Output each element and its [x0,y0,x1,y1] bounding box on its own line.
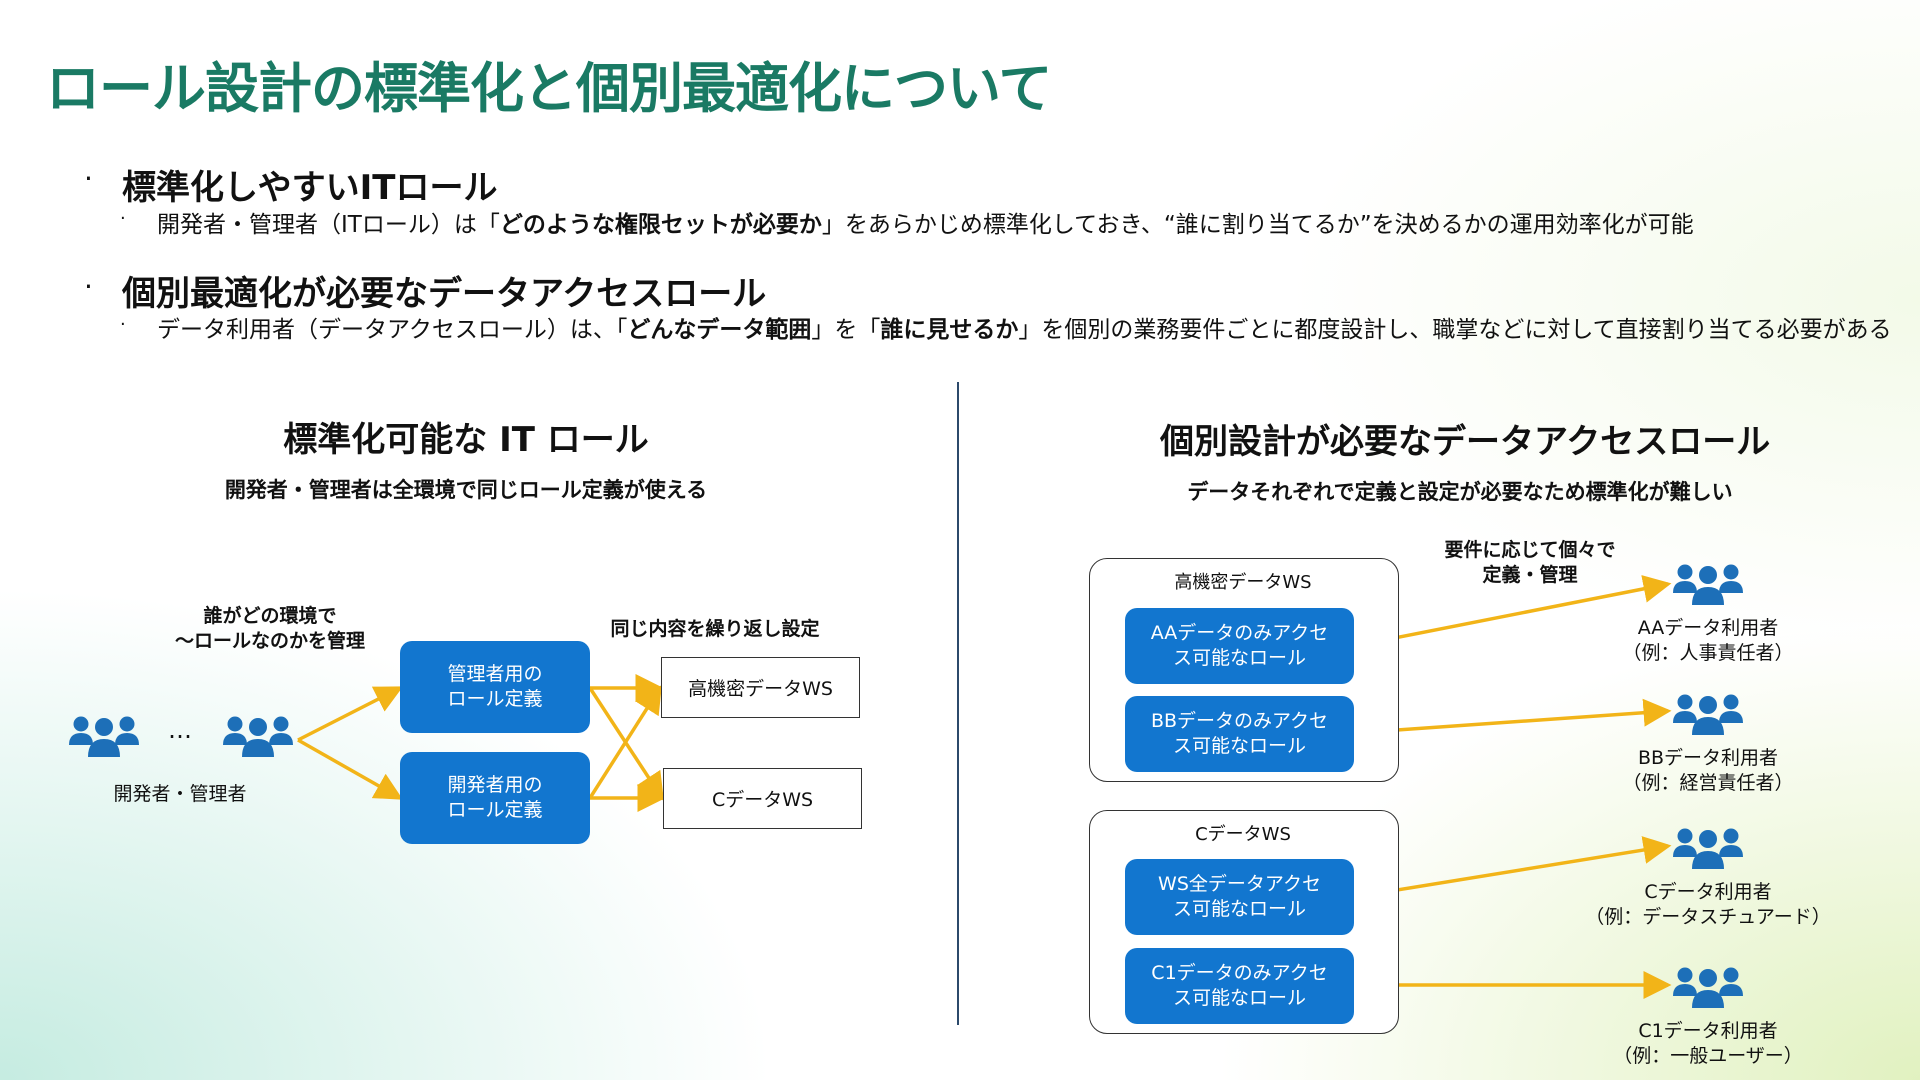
user-name: C1データ利用者 [1638,1020,1778,1042]
detail-text: データ利用者（データアクセスロール）は、「 [157,317,628,343]
user-example: （例：データスチュアード） [1585,906,1831,928]
detail-text: 」をあらかじめ標準化しておき、“誰に割り当てるか”を決めるかの運用効率化が可能 [821,212,1694,238]
role-line: WS全データアクセ [1158,873,1321,895]
people-group-icon [1672,692,1744,736]
admin-role-definition: 管理者用のロール定義 [400,641,590,733]
bullet-dot-icon: · [84,162,93,195]
role-line: 開発者用の [447,774,543,796]
detail-text: 」を「 [811,317,881,343]
bullet-dot-icon: · [120,314,126,335]
detail-text: 」を個別の業務要件ごとに都度設計し、職掌などに対して直接割り当てる必要がある [1018,317,1892,343]
bb-data-user-label: BBデータ利用者 （例：経営責任者） [1588,746,1828,796]
user-name: AAデータ利用者 [1637,617,1779,639]
container-title: 高機密データWS [1174,572,1312,593]
manage-note: 誰がどの環境で 〜ロールなのかを管理 [150,604,390,654]
right-section-title: 個別設計が必要なデータアクセスロール [1160,422,1771,462]
left-section-subtitle: 開発者・管理者は全環境で同じロール定義が使える [224,478,708,502]
workspace-box-c: CデータWS [663,768,862,829]
bullet-dot-icon: · [84,270,93,303]
role-line: BBデータのみアクセ [1150,710,1329,732]
detail-text: 開発者・管理者（ITロール）は「 [157,212,500,238]
ws-all-data-role: WS全データアクセス可能なロール [1125,859,1354,935]
aa-data-role: AAデータのみアクセス可能なロール [1125,608,1354,684]
bullet-dot-icon: · [120,208,126,229]
people-group-icon [1672,562,1744,606]
arrow-right-icon [297,686,404,742]
note-line: 要件に応じて個々で [1444,539,1616,561]
detail-emphasis: どんなデータ範囲 [627,317,812,343]
arrow-right-icon [297,738,404,800]
detail-emphasis: 誰に見せるか [880,317,1019,343]
c1-data-role: C1データのみアクセス可能なロール [1125,948,1354,1024]
user-name: BBデータ利用者 [1637,747,1779,769]
ellipsis: … [168,716,192,744]
container-title: CデータWS [1195,824,1291,845]
role-line: ス可能なロール [1172,735,1306,757]
workspace-label: 高機密データWS [688,678,833,700]
users-label: 開発者・管理者 [113,783,247,805]
people-group-icon [1672,826,1744,870]
left-section-title: 標準化可能な IT ロール [283,420,649,460]
user-name: Cデータ利用者 [1644,881,1772,903]
bullet-heading-it-roles: 標準化しやすいITロール [122,168,498,208]
workspace-box-confidential: 高機密データWS [661,657,860,718]
arrow-right-icon [588,685,662,799]
detail-emphasis: どのような権限セットが必要か [499,212,822,238]
arrow-right-icon [1353,836,1672,899]
user-example: （例：人事責任者） [1622,642,1794,664]
note-line: 定義・管理 [1482,564,1578,586]
role-line: ロール定義 [447,688,543,710]
c-data-user-label: Cデータ利用者 （例：データスチュアード） [1578,880,1838,930]
role-line: AAデータのみアクセ [1150,622,1329,644]
role-line: ス可能なロール [1172,987,1306,1009]
arrow-right-icon [1353,698,1672,735]
page-title: ロール設計の標準化と個別最適化について [46,57,1052,120]
user-example: （例：経営責任者） [1622,772,1794,794]
aa-data-user-label: AAデータ利用者 （例：人事責任者） [1588,616,1828,666]
role-line: C1データのみアクセ [1151,962,1328,984]
c1-data-user-label: C1データ利用者 （例：一般ユーザー） [1588,1019,1828,1069]
role-line: ス可能なロール [1172,898,1306,920]
people-group-icon [1672,965,1744,1009]
individual-note: 要件に応じて個々で 定義・管理 [1410,538,1650,588]
bb-data-role: BBデータのみアクセス可能なロール [1125,696,1354,772]
repeat-note: 同じ内容を繰り返し設定 [610,618,820,640]
bullet-detail-data-roles: データ利用者（データアクセスロール）は、「どんなデータ範囲」を「誰に見せるか」を… [157,310,1892,344]
workspace-label: CデータWS [711,789,814,811]
section-divider [957,382,959,1025]
user-example: （例：一般ユーザー） [1613,1045,1803,1067]
right-section-subtitle: データそれぞれで定義と設定が必要なため標準化が難しい [1187,480,1733,504]
arrow-right-icon [1353,575,1672,648]
role-line: ロール定義 [447,799,543,821]
people-group-icon [222,714,294,758]
people-group-icon [68,714,140,758]
manage-note-line: 誰がどの環境で [203,605,337,627]
role-line: ス可能なロール [1172,647,1306,669]
bullet-heading-data-roles: 個別最適化が必要なデータアクセスロール [122,274,767,314]
bullet-detail-it-roles: 開発者・管理者（ITロール）は「どのような権限セットが必要か」をあらかじめ標準化… [157,205,1694,239]
manage-note-line: 〜ロールなのかを管理 [174,630,365,652]
developer-role-definition: 開発者用のロール定義 [400,752,590,844]
role-line: 管理者用の [447,663,543,685]
